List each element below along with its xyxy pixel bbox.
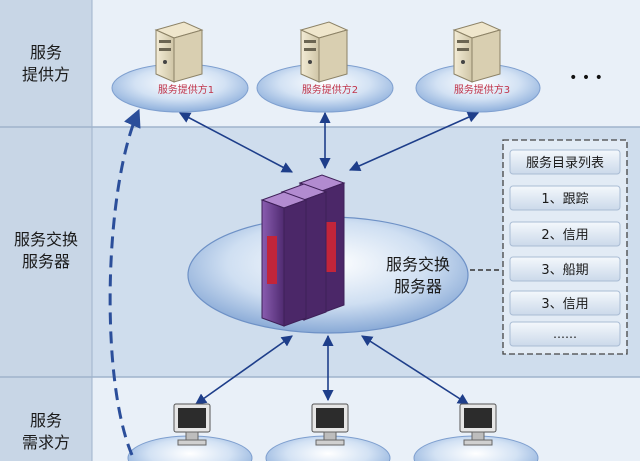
catalog-item-5-label: ……: [553, 327, 577, 341]
catalog-item: [509, 290, 621, 316]
exchange-layer-label-line1: 服务交换: [14, 230, 78, 249]
catalog-item-1-label: 1、跟踪: [541, 192, 588, 207]
discovery-dashed-arrow: [108, 108, 141, 456]
provider-node-1: 服务提供方1: [111, 21, 249, 113]
service-catalog-panel: 服务目录列表 1、跟踪 2、信用 3、船期 3、信用 ……: [502, 139, 628, 355]
exchange-layer-label-line2: 服务器: [22, 252, 70, 271]
consumer-node-3: [413, 403, 539, 461]
catalog-item: [509, 321, 621, 347]
provider-layer-label-line1: 服务: [30, 43, 62, 62]
server-icon: [452, 21, 502, 83]
exchange-server-label-line1: 服务交换: [386, 255, 450, 274]
consumer-layer-label-line1: 服务: [30, 411, 62, 430]
catalog-item-4-label: 3、信用: [541, 297, 588, 312]
provider-3-label: 服务提供方3: [454, 83, 510, 96]
layer-label-column: [0, 0, 92, 461]
computer-icon: [311, 403, 349, 446]
arrow-exchange-consumer1: [195, 335, 293, 405]
consumer-node-2: [265, 403, 391, 461]
catalog-item-3-label: 3、船期: [541, 263, 588, 278]
computer-icon: [173, 403, 211, 446]
catalog-item: [509, 256, 621, 282]
server-icon: [299, 21, 349, 83]
provider-node-2: 服务提供方2: [256, 21, 394, 113]
provider-1-label: 服务提供方1: [158, 83, 214, 96]
catalog-item-2-label: 2、信用: [541, 228, 588, 243]
computer-icon: [459, 403, 497, 446]
rack-server-icon: [260, 174, 346, 327]
arrow-provider3-exchange: [348, 111, 480, 172]
catalog-item: [509, 185, 621, 211]
provider-layer-label-line2: 提供方: [22, 65, 70, 84]
arrow-exchange-consumer3: [361, 335, 469, 405]
provider-node-3: 服务提供方3: [415, 21, 541, 113]
server-icon: [154, 21, 204, 83]
consumer-node-1: [127, 403, 253, 461]
providers-more-ellipsis: • • •: [569, 70, 603, 86]
consumer-layer-label-line2: 需求方: [22, 433, 70, 452]
catalog-title: 服务目录列表: [526, 155, 604, 171]
provider-2-label: 服务提供方2: [302, 83, 358, 96]
arrow-provider1-exchange: [179, 112, 293, 173]
catalog-item: [509, 221, 621, 247]
exchange-server-label-line2: 服务器: [394, 277, 442, 296]
